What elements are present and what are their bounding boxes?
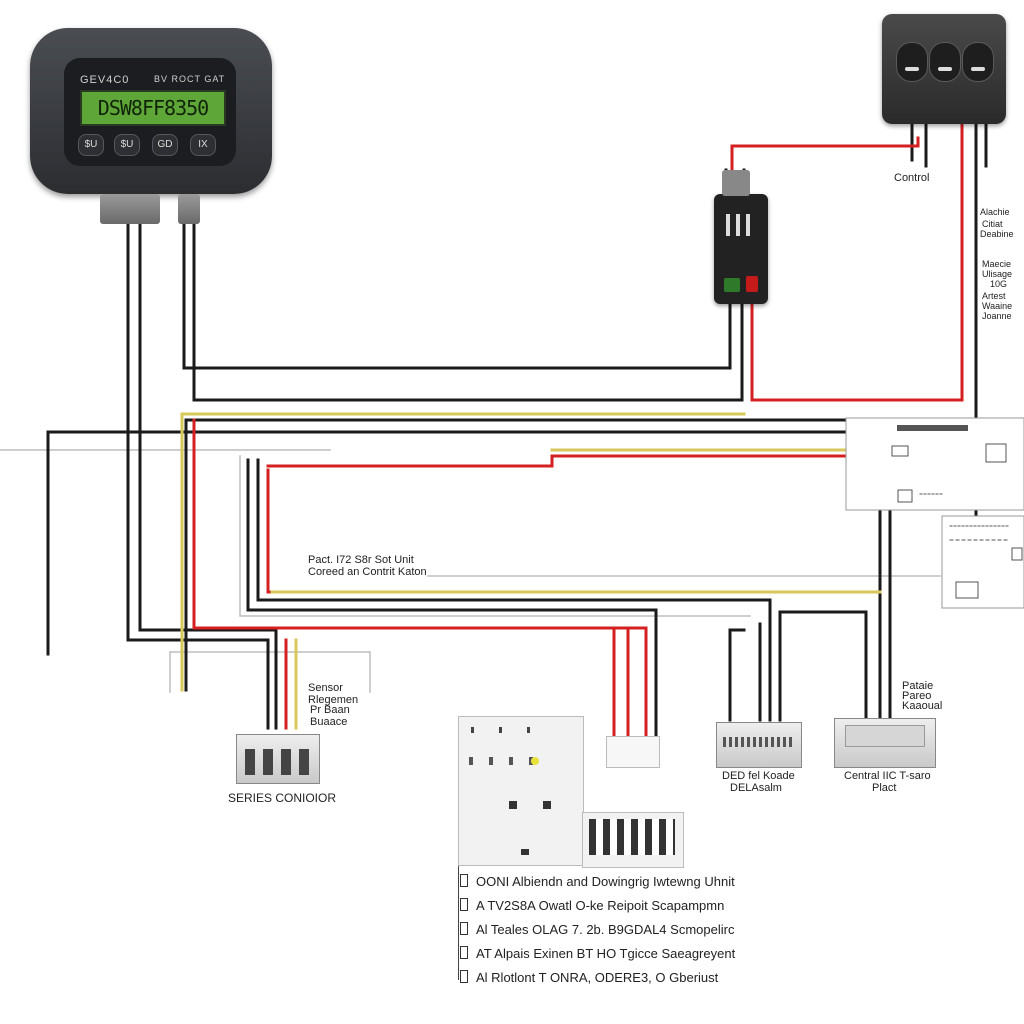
right-mid-label-6: Joanne bbox=[982, 311, 1012, 321]
panel-label-3: Kaaoual bbox=[902, 700, 943, 712]
wire-meter-right-2 bbox=[192, 220, 744, 402]
schematic-panel bbox=[845, 417, 1024, 609]
wire-red-unit-2 bbox=[266, 454, 882, 468]
relay-plug bbox=[722, 170, 750, 196]
legend-marker-icon bbox=[460, 874, 468, 887]
legend-item-5: Al Rlotlont T ONRA, ODERE3, O Gberiust bbox=[460, 970, 718, 985]
center-unit-label-2: Coreed an Contrit Katon bbox=[308, 566, 427, 578]
wire-meter-left-2 bbox=[138, 220, 278, 730]
right-mid-label-4: Artest bbox=[982, 291, 1006, 301]
sensor-label-4: Buaace bbox=[310, 716, 348, 728]
meter-model-text: BV ROCT GAT bbox=[154, 74, 226, 84]
right-mid-label-2: Ulisage bbox=[982, 269, 1013, 279]
legend-item-1: OONI Albiendn and Dowingrig Iwtewng Uhni… bbox=[460, 874, 735, 889]
relay-red-led bbox=[746, 276, 758, 292]
right-mid-label-3: 10G bbox=[990, 279, 1008, 289]
sensor-label-1: Sensor bbox=[308, 682, 343, 694]
central-unit-label-1: Central IIC T-saro bbox=[844, 770, 931, 782]
wire-loop-inner bbox=[184, 418, 892, 722]
legend-text: OONI Albiendn and Dowingrig Iwtewng Uhni… bbox=[476, 874, 735, 889]
relay-pin-grid bbox=[726, 214, 756, 236]
schematic-panel-bottom bbox=[941, 515, 1024, 609]
legend-divider bbox=[458, 866, 459, 980]
sensor-label-3: Pr Baan bbox=[310, 704, 350, 716]
wire-red-relay bbox=[750, 118, 964, 402]
legend-marker-icon bbox=[460, 922, 468, 935]
control-button-1[interactable] bbox=[896, 42, 928, 82]
relay-module bbox=[714, 194, 768, 304]
digital-meter: GEV4C0 BV ROCT GAT DSW8FF8350 $U $U GD I… bbox=[30, 28, 272, 194]
guide-line-sensor bbox=[169, 651, 371, 693]
control-button-2[interactable] bbox=[929, 42, 961, 82]
meter-lcd-display: DSW8FF8350 bbox=[80, 90, 226, 126]
monitoring-terminal-block bbox=[582, 812, 684, 868]
yellow-wires bbox=[180, 412, 882, 730]
unit-indicators bbox=[469, 757, 549, 765]
unit-led-row bbox=[471, 727, 543, 733]
legend-text: Al Rlotlont T ONRA, ODERE3, O Gberiust bbox=[476, 970, 719, 985]
legend-marker-icon bbox=[460, 970, 468, 983]
black-wires bbox=[46, 118, 988, 742]
wire-mid-2 bbox=[256, 458, 772, 722]
red-wires bbox=[192, 118, 964, 742]
wire-yellow-top bbox=[180, 412, 746, 692]
meter-brand-text: GEV4C0 bbox=[80, 74, 130, 86]
panel-label-1: Pataie bbox=[902, 680, 934, 692]
central-unit-label-2: Plact bbox=[872, 782, 897, 794]
meter-button-4[interactable]: IX bbox=[190, 134, 216, 156]
central-unit bbox=[834, 718, 936, 768]
legend-item-4: AT Alpais Exinen BT HO Tgicce Saeagreyen… bbox=[460, 946, 735, 961]
legend-text: AT Alpais Exinen BT HO Tgicce Saeagreyen… bbox=[476, 946, 736, 961]
monitoring-terminal-top bbox=[606, 736, 660, 768]
control-button-3[interactable] bbox=[962, 42, 994, 82]
del-module-label-1: DED fel Koade bbox=[722, 770, 795, 782]
right-mid-label-1: Maecie bbox=[982, 259, 1012, 269]
wire-meter-right-1 bbox=[182, 220, 732, 370]
meter-connector-left bbox=[100, 194, 160, 224]
wire-red-unit-1 bbox=[266, 468, 272, 594]
center-unit-label-1: Pact. I72 S8r Sot Unit bbox=[308, 554, 414, 566]
meter-connector-right bbox=[178, 194, 200, 224]
wire-red-ctrl bbox=[730, 136, 920, 178]
meter-button-1[interactable]: $U bbox=[78, 134, 104, 156]
right-mid-label-5: Waaine bbox=[982, 301, 1013, 311]
legend-item-3: Al Teales OLAG 7. 2b. B9GDAL4 Scmopelirc bbox=[460, 922, 734, 937]
wire-red-loop bbox=[192, 418, 648, 742]
wire-loop-outer bbox=[46, 430, 882, 722]
unit-yellow-led bbox=[531, 757, 539, 765]
legend-marker-icon bbox=[460, 898, 468, 911]
relay-green-led bbox=[724, 278, 740, 292]
control-unit bbox=[882, 14, 1006, 124]
legend-text: Al Teales OLAG 7. 2b. B9GDAL4 Scmopelirc bbox=[476, 922, 735, 937]
wire-central-1 bbox=[778, 610, 868, 722]
sensor-label-2: Rlegemen bbox=[308, 694, 359, 706]
schematic-panel-top bbox=[845, 417, 1024, 511]
legend-marker-icon bbox=[460, 946, 468, 959]
panel-label-2: Pareo bbox=[902, 690, 932, 702]
wire-del-1 bbox=[728, 628, 746, 722]
meter-button-3[interactable]: GD bbox=[152, 134, 178, 156]
del-module bbox=[716, 722, 802, 768]
unit-small-ports bbox=[509, 801, 557, 809]
control-label: Control bbox=[894, 172, 930, 184]
legend-text: A TV2S8A Owatl O-ke Reipoit Scapampmn bbox=[476, 898, 725, 913]
guide-lines bbox=[0, 449, 941, 693]
right-top-label-1: Alachie bbox=[980, 207, 1010, 217]
meter-button-2[interactable]: $U bbox=[114, 134, 140, 156]
right-top-label-2: Citiat bbox=[982, 219, 1003, 229]
guide-line-relay-left bbox=[239, 455, 751, 617]
series-connector bbox=[236, 734, 320, 784]
right-top-label-3: Deabine bbox=[980, 229, 1014, 239]
monitoring-unit bbox=[458, 716, 584, 866]
legend-item-2: A TV2S8A Owatl O-ke Reipoit Scapampmn bbox=[460, 898, 724, 913]
unit-port bbox=[521, 849, 529, 855]
wire-mid-1 bbox=[246, 458, 658, 742]
series-connector-label: SERIES CONIOIOR bbox=[228, 791, 337, 805]
del-module-label-2: DELAsalm bbox=[730, 782, 782, 794]
